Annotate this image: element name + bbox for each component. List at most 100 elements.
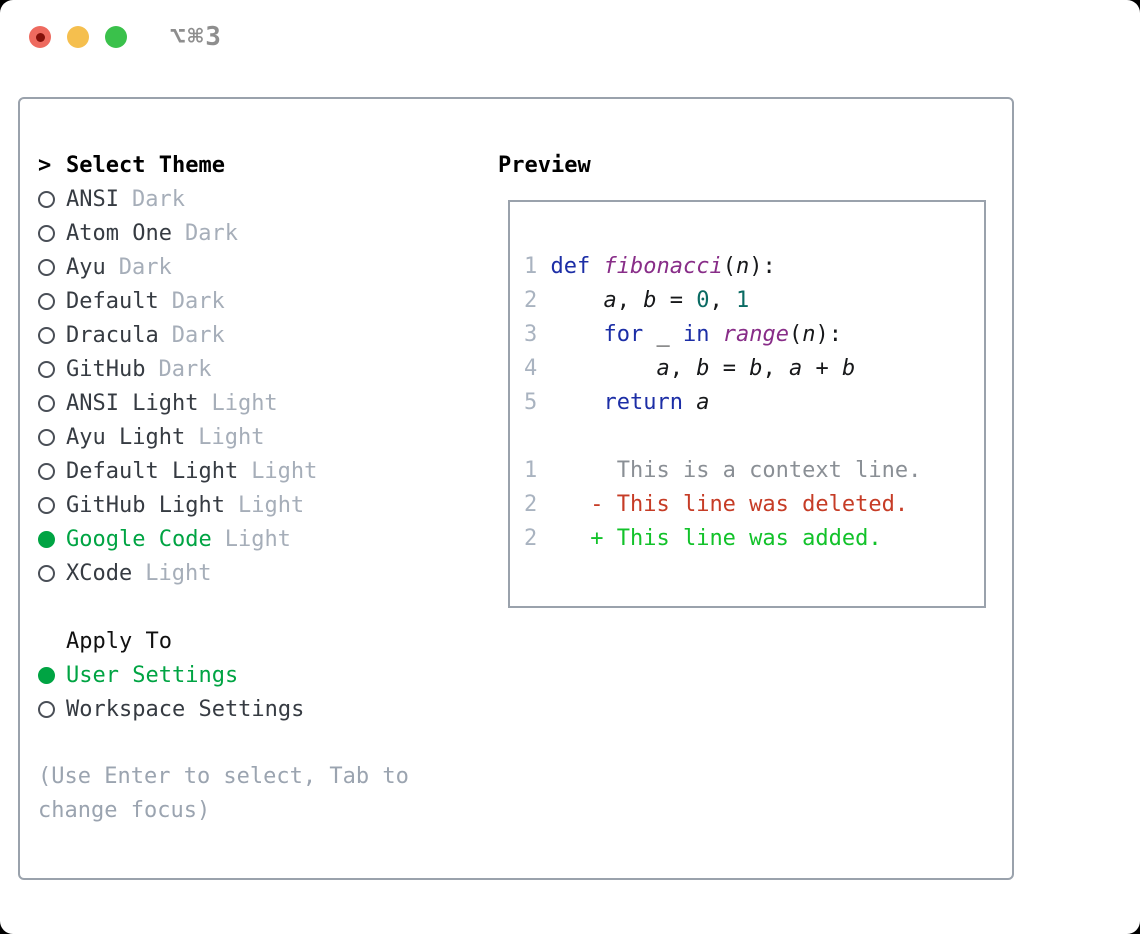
preview-line: 2 a, b = 0, 1 — [524, 284, 984, 318]
preview-line: 4 a, b = b, a + b — [524, 352, 984, 386]
radio-icon — [38, 224, 55, 242]
radio-marker — [38, 700, 66, 718]
code-token — [683, 390, 696, 415]
radio-marker — [38, 360, 66, 378]
code-token: , — [762, 356, 789, 381]
close-button[interactable] — [29, 26, 51, 48]
theme-name: Ayu Light — [66, 424, 186, 450]
code-token: for — [603, 322, 644, 347]
code-token: 1 — [735, 288, 750, 313]
radio-marker — [38, 394, 66, 412]
code-token: + — [802, 356, 842, 381]
code-token: , — [669, 356, 697, 381]
radio-icon — [38, 190, 55, 208]
radio-marker — [38, 292, 66, 310]
theme-variant-label: Dark — [171, 288, 225, 314]
code-token: + This line was added. — [590, 526, 882, 551]
preview-title: Preview — [498, 152, 591, 178]
code-token: - This line was deleted. — [590, 492, 909, 517]
apply-option-workspace-settings[interactable]: Workspace Settings — [38, 692, 409, 726]
preview-line — [524, 420, 984, 454]
radio-icon — [38, 258, 55, 276]
code-token: ): — [749, 254, 776, 279]
apply-option-label: User Settings — [66, 662, 239, 688]
code-token: ( — [722, 254, 736, 279]
code-token — [709, 322, 722, 347]
code-token: a — [696, 390, 710, 415]
theme-name: GitHub — [66, 356, 146, 382]
apply-option-user-settings[interactable]: User Settings — [38, 658, 409, 692]
radio-marker — [38, 190, 66, 208]
code-token: return — [603, 390, 683, 415]
radio-marker — [38, 564, 66, 582]
theme-name: Atom One — [66, 220, 172, 246]
preview-line: 3 for _ in range(n): — [524, 318, 984, 352]
code-token: ): — [815, 322, 842, 347]
code-token: = — [709, 356, 750, 381]
code-token: , — [616, 288, 644, 313]
theme-name: ANSI — [66, 186, 119, 212]
line-number: 2 — [524, 492, 538, 517]
line-number: 3 — [524, 322, 538, 347]
code-token — [537, 492, 590, 517]
code-token: b — [749, 356, 763, 381]
code-token — [590, 254, 603, 279]
theme-name: Dracula — [66, 322, 159, 348]
theme-name: GitHub Light — [66, 492, 225, 518]
preview-line: 1 This is a context line. — [524, 454, 984, 488]
preview-line: 1 def fibonacci(n): — [524, 250, 984, 284]
code-token: b — [696, 356, 710, 381]
radio-icon — [38, 428, 55, 446]
radio-icon — [38, 564, 55, 582]
apply-option-label: Workspace Settings — [66, 696, 305, 722]
preview-line: 2 + This line was added. — [524, 522, 984, 556]
hint-text: (Use Enter to select, Tab to change focu… — [38, 760, 409, 828]
theme-variant-label: Dark — [131, 186, 185, 212]
radio-marker — [38, 496, 66, 514]
code-token — [537, 356, 656, 381]
preview-line: 5 return a — [524, 386, 984, 420]
code-token: b — [643, 288, 657, 313]
line-number: 2 — [524, 288, 538, 313]
zoom-button[interactable] — [105, 26, 127, 48]
radio-icon — [38, 700, 55, 718]
line-number: 5 — [524, 390, 538, 415]
line-number: 1 — [524, 458, 538, 483]
radio-icon — [38, 394, 55, 412]
radio-marker — [38, 258, 66, 276]
code-token: range — [722, 322, 789, 347]
radio-marker — [38, 666, 66, 684]
code-token — [537, 254, 550, 279]
code-token: in — [682, 322, 710, 347]
radio-marker — [38, 224, 66, 242]
code-token — [670, 322, 683, 347]
window-shortcut-label: ⌥⌘3 — [170, 22, 223, 52]
code-token: b — [841, 356, 856, 381]
code-token: n — [802, 322, 816, 347]
select-theme-title: > Select Theme — [38, 148, 409, 182]
radio-marker — [38, 326, 66, 344]
radio-icon — [38, 462, 55, 480]
theme-variant-label: Light — [251, 458, 318, 484]
theme-option-ansi[interactable]: ANSI Dark — [38, 182, 409, 216]
theme-variant-label: Light — [211, 390, 278, 416]
code-token: a — [656, 356, 670, 381]
radio-marker — [38, 428, 66, 446]
minimize-button[interactable] — [67, 26, 89, 48]
titlebar: ⌥⌘3 — [0, 0, 1140, 76]
